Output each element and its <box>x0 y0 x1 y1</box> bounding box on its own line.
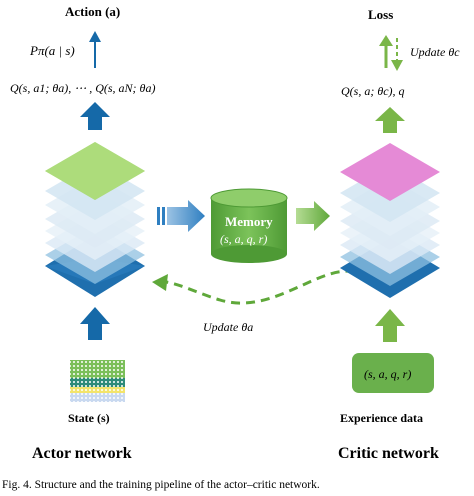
figure-caption: Fig. 4. Structure and the training pipel… <box>2 479 320 491</box>
state-tiles-icon <box>70 360 125 402</box>
state-label: State (s) <box>68 411 110 425</box>
action-title: Action (a) <box>65 4 121 19</box>
memory-cylinder <box>210 188 288 263</box>
actor-to-memory-arrow <box>157 200 205 232</box>
update-critic-label: Update θc <box>410 45 460 59</box>
update-actor-label: Update θa <box>203 320 254 334</box>
loss-title: Loss <box>368 7 394 22</box>
critic-output-arrow <box>375 107 405 133</box>
memory-tuple: (s, a, q, r) <box>220 232 268 246</box>
critic-q-label: Q(s, a; θc), q <box>341 84 405 98</box>
actor-layer-stack <box>45 142 145 297</box>
policy-label: Pπ(a | s) <box>30 43 75 58</box>
actor-network-label: Actor network <box>32 445 132 462</box>
update-actor-dashed-arrow <box>152 269 369 305</box>
state-to-actor-arrow <box>80 307 110 340</box>
critic-layer-stack <box>340 143 440 298</box>
memory-title: Memory <box>225 214 273 229</box>
experience-tuple: (s, a, q, r) <box>364 367 412 381</box>
experience-to-critic-arrow <box>375 309 405 342</box>
policy-up-arrow <box>89 31 101 68</box>
experience-data-box <box>352 353 434 393</box>
actor-output-arrow <box>80 102 110 130</box>
critic-network-label: Critic network <box>338 445 439 462</box>
memory-to-critic-arrow <box>296 201 330 231</box>
update-critic-arrows <box>379 35 403 71</box>
experience-label: Experience data <box>340 411 423 425</box>
actor-q-values-label: Q(s, a1; θa), ⋯ , Q(s, aN; θa) <box>10 81 156 95</box>
